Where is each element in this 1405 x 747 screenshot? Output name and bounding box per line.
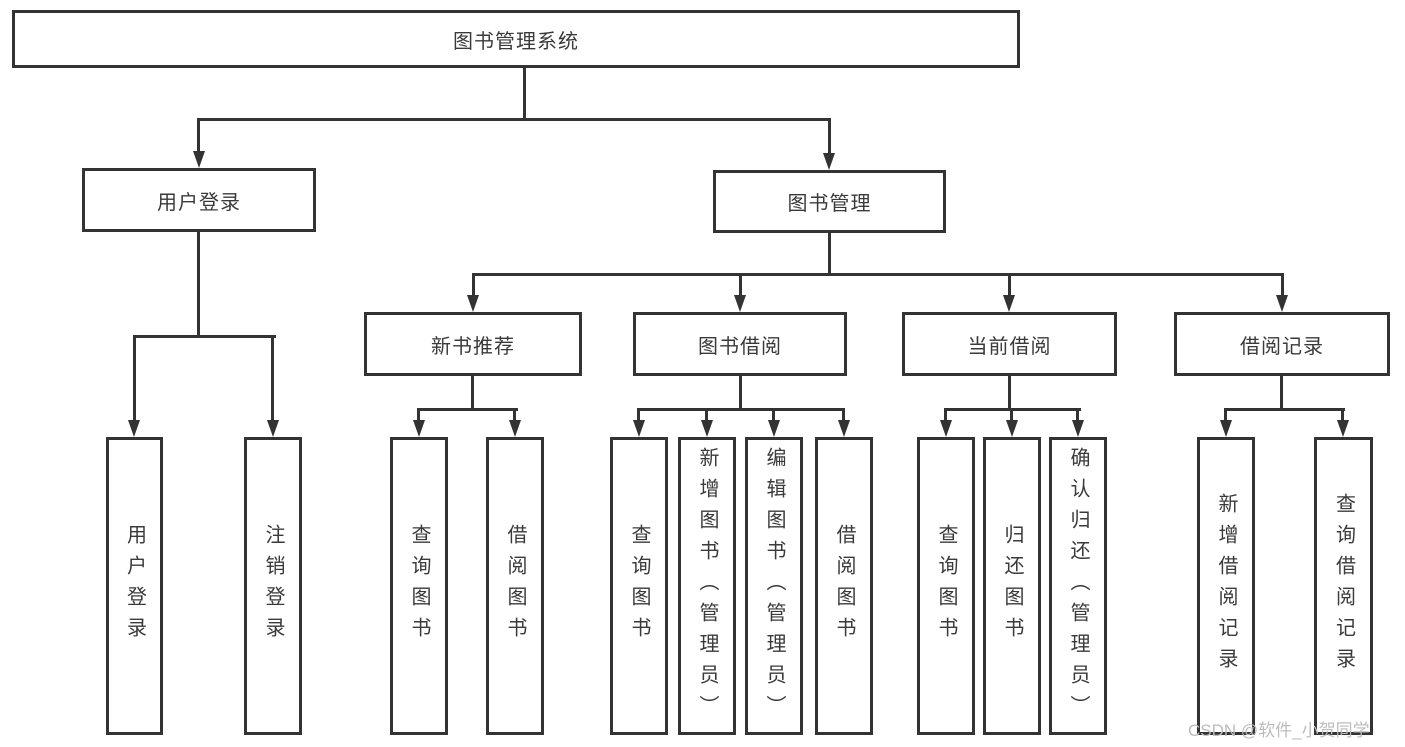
connector-line (705, 408, 708, 422)
connector-line (944, 408, 947, 422)
leaf-cb-query-book-label: 查询图书 (935, 524, 957, 648)
connector-line (739, 273, 742, 297)
arrowhead (1337, 420, 1349, 437)
connector-line (1281, 273, 1284, 297)
leaf-bb-add-book: 新增图书（管理员） (678, 437, 736, 735)
arrowhead (1276, 295, 1288, 312)
leaf-rec-query-book: 查询图书 (390, 437, 448, 735)
connector-line (1008, 376, 1011, 411)
connector-line (271, 335, 274, 422)
connector-line (417, 408, 518, 411)
connector-line (1008, 273, 1011, 297)
leaf-cb-confirm-return-label: 确认归还（管理员） (1067, 446, 1089, 726)
leaf-br-query-record: 查询借阅记录 (1314, 437, 1373, 735)
leaf-br-add-record: 新增借阅记录 (1197, 437, 1255, 735)
connector-line (133, 335, 136, 422)
node-user-login: 用户登录 (82, 168, 316, 232)
connector-line (197, 118, 831, 121)
arrowhead (823, 153, 835, 170)
arrowhead (509, 420, 521, 437)
connector-line (1341, 408, 1344, 422)
connector-line (472, 273, 475, 297)
leaf-logout: 注销登录 (244, 437, 302, 735)
arrowhead (128, 420, 140, 437)
node-current-borrow-label: 当前借阅 (967, 335, 1052, 358)
node-root: 图书管理系统 (12, 10, 1020, 68)
csdn-watermark: CSDN @软件_小贺同学 (1188, 721, 1370, 740)
connector-line (739, 376, 742, 411)
leaf-cb-query-book: 查询图书 (917, 437, 975, 735)
arrowhead (1006, 420, 1018, 437)
arrowhead (467, 295, 479, 312)
connector-line (828, 118, 831, 156)
leaf-user-login: 用户登录 (106, 437, 163, 735)
leaf-bb-query-book: 查询图书 (610, 437, 668, 735)
arrowhead (1220, 420, 1232, 437)
leaf-cb-return-book-label: 归还图书 (1001, 524, 1023, 648)
node-borrow-record-label: 借阅记录 (1240, 335, 1324, 358)
arrowhead (413, 420, 425, 437)
arrowhead (267, 420, 279, 437)
arrowhead (701, 420, 713, 437)
connector-line (772, 408, 775, 422)
connector-line (197, 232, 200, 338)
connector-line (417, 408, 420, 422)
connector-line (828, 233, 831, 276)
leaf-logout-label: 注销登录 (262, 524, 284, 648)
node-new-book-rec: 新书推荐 (364, 312, 582, 376)
connector-line (1280, 376, 1283, 411)
connector-line (637, 408, 640, 422)
leaf-bb-borrow-book: 借阅图书 (815, 437, 873, 735)
node-new-book-rec-label: 新书推荐 (431, 335, 515, 358)
arrowhead (768, 420, 780, 437)
leaf-rec-borrow-book: 借阅图书 (486, 437, 544, 735)
node-book-mgmt-label: 图书管理 (787, 193, 872, 215)
node-root-label: 图书管理系统 (453, 30, 579, 53)
leaf-cb-return-book: 归还图书 (983, 437, 1041, 735)
connector-line (1076, 408, 1079, 422)
arrowhead (633, 420, 645, 437)
node-book-borrow: 图书借阅 (633, 312, 847, 376)
leaf-bb-add-book-label: 新增图书（管理员） (696, 446, 718, 726)
connector-line (513, 408, 516, 422)
node-borrow-record: 借阅记录 (1174, 312, 1390, 376)
connector-line (637, 408, 845, 411)
leaf-bb-edit-book: 编辑图书（管理员） (745, 437, 803, 735)
node-book-borrow-label: 图书借阅 (698, 335, 782, 358)
node-user-login-label: 用户登录 (157, 191, 241, 214)
connector-line (471, 376, 474, 411)
leaf-cb-confirm-return: 确认归还（管理员） (1049, 437, 1107, 735)
arrowhead (940, 420, 952, 437)
leaf-bb-borrow-book-label: 借阅图书 (833, 524, 855, 648)
node-current-borrow: 当前借阅 (902, 312, 1117, 376)
connector-line (1224, 408, 1345, 411)
leaf-bb-query-book-label: 查询图书 (628, 524, 650, 648)
connector-line (842, 408, 845, 422)
connector-line (1224, 408, 1227, 422)
leaf-br-query-record-label: 查询借阅记录 (1332, 493, 1355, 679)
arrowhead (838, 420, 850, 437)
leaf-bb-edit-book-label: 编辑图书（管理员） (763, 446, 785, 726)
leaf-br-add-record-label: 新增借阅记录 (1215, 493, 1237, 679)
node-book-mgmt: 图书管理 (713, 170, 946, 233)
connector-line (197, 118, 200, 154)
connector-line (133, 335, 276, 338)
connector-line (472, 273, 1284, 276)
leaf-user-login-label: 用户登录 (123, 524, 146, 648)
arrowhead (1072, 420, 1084, 437)
arrowhead (734, 295, 746, 312)
arrowhead (1003, 295, 1015, 312)
leaf-rec-borrow-book-label: 借阅图书 (504, 524, 526, 648)
arrowhead (193, 151, 205, 168)
leaf-rec-query-book-label: 查询图书 (408, 524, 430, 648)
connector-line (1010, 408, 1013, 422)
connector-line (523, 68, 526, 121)
